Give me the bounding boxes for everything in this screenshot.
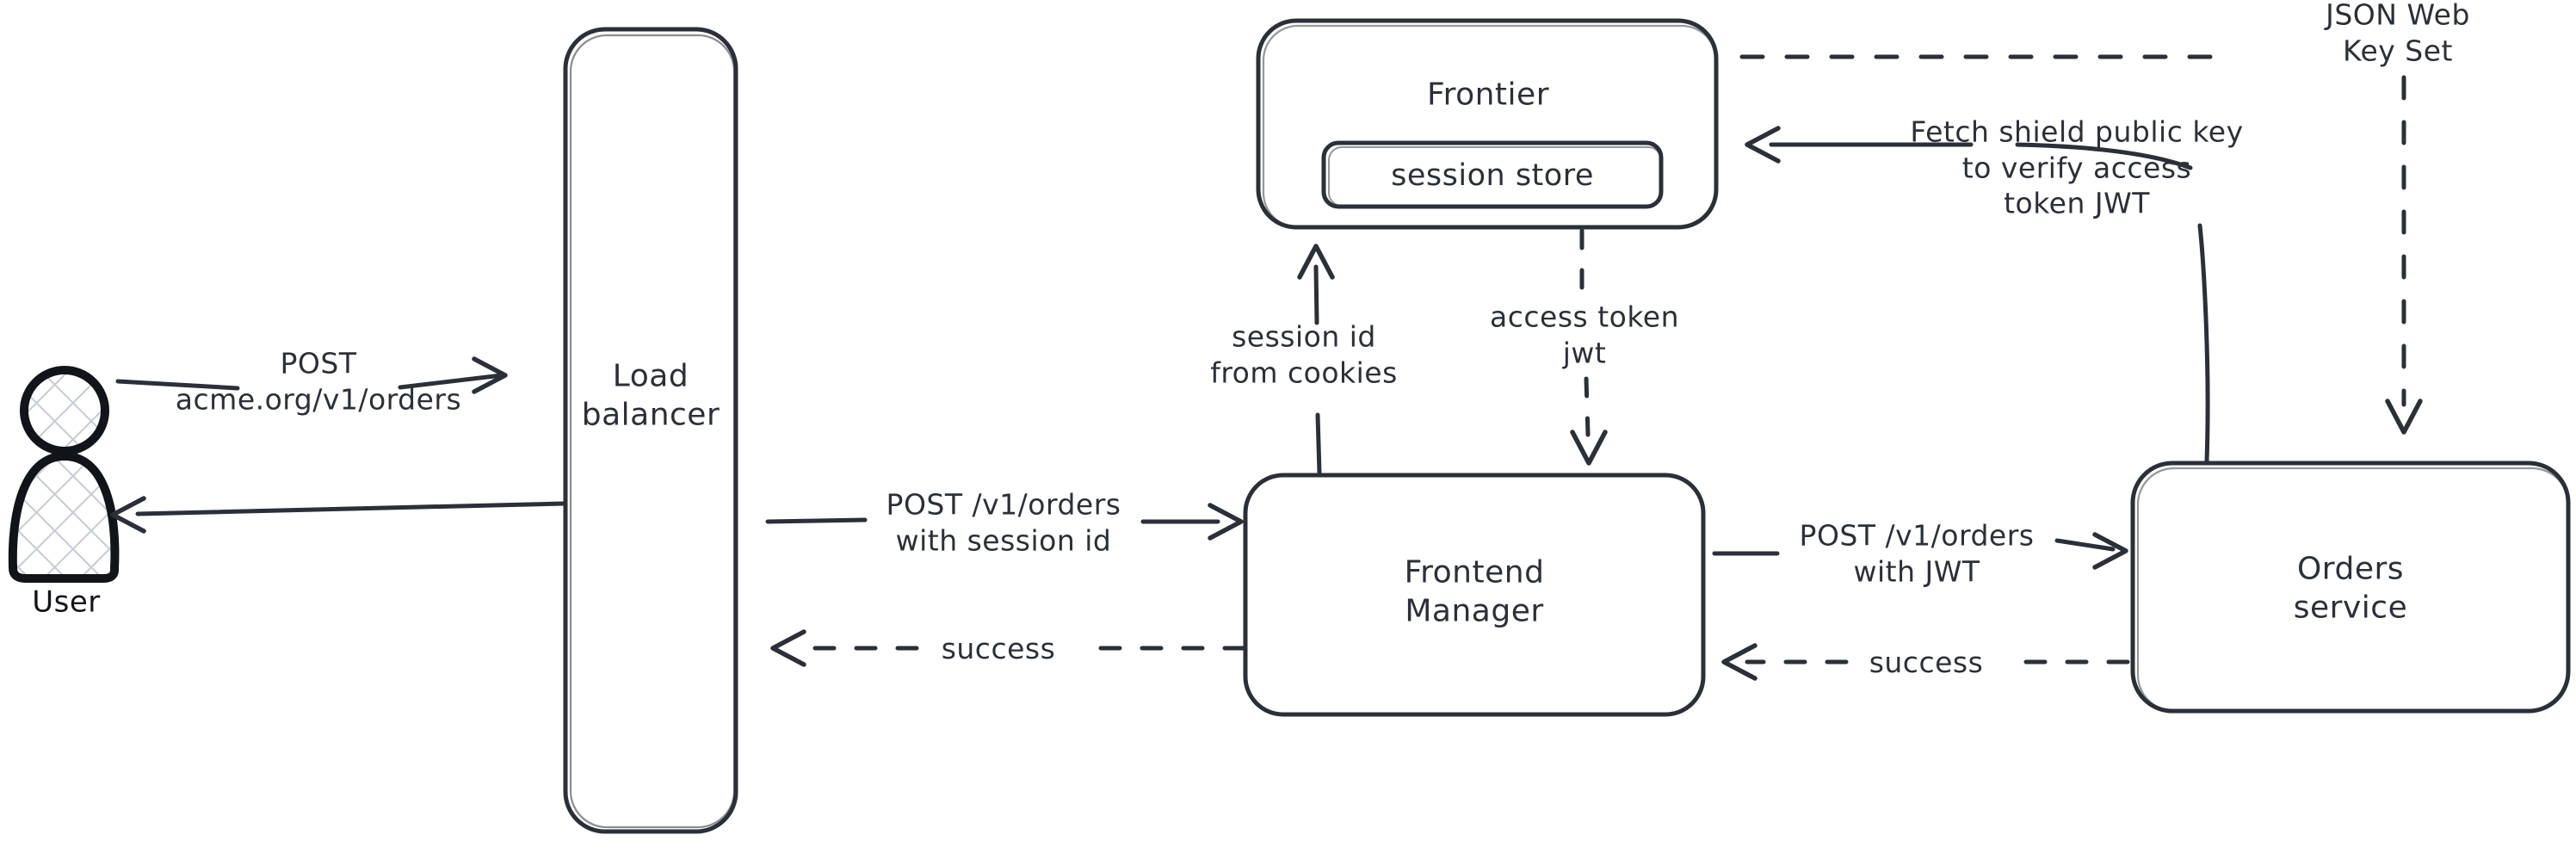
edge-orders-to-fm bbox=[1724, 646, 2130, 678]
edge-lb-to-fm bbox=[765, 505, 1241, 538]
edge-fm-to-frontier bbox=[1300, 246, 1332, 475]
edge-fm-to-lb bbox=[773, 632, 1246, 665]
edge-user-to-lb bbox=[115, 359, 505, 392]
node-user[interactable] bbox=[8, 366, 120, 583]
node-session-store[interactable] bbox=[1321, 140, 1664, 209]
edge-orders-to-frontier bbox=[1747, 128, 2210, 464]
node-orders-service[interactable] bbox=[2130, 461, 2571, 714]
node-frontend-manager[interactable] bbox=[1243, 473, 1706, 717]
edge-frontier-to-fm bbox=[1572, 228, 1605, 463]
node-load-balancer[interactable] bbox=[563, 27, 738, 834]
edge-frontier-to-orders bbox=[1739, 54, 2420, 432]
edge-lb-to-user bbox=[113, 498, 566, 531]
edge-fm-to-orders bbox=[1712, 535, 2126, 567]
